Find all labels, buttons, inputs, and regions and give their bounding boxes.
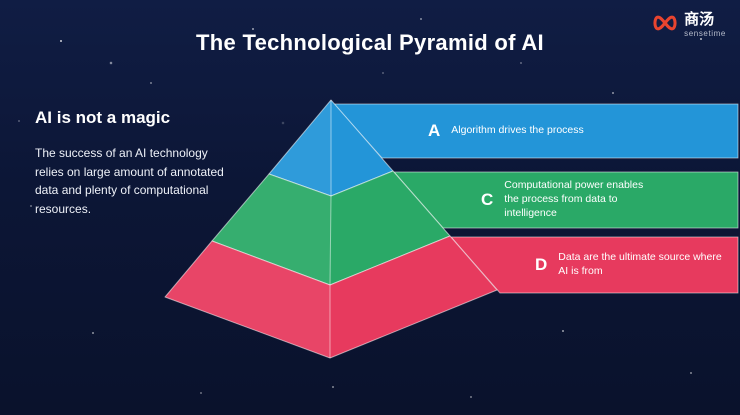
- pyramid-left-face-highlight: [165, 100, 331, 358]
- logo-text: 商汤 sensetime: [684, 11, 726, 38]
- intro-block: AI is not a magic The success of an AI t…: [35, 108, 230, 218]
- band-text-algorithm: Algorithm drives the process: [451, 124, 584, 137]
- band-label-algorithm: A Algorithm drives the process: [428, 104, 641, 158]
- band-letter-a: A: [428, 121, 441, 140]
- pyramid-ridge-line: [329, 100, 332, 358]
- infinity-logo-icon: [653, 15, 677, 31]
- sensetime-logo: 商汤 sensetime: [651, 11, 726, 38]
- band-text-compute: Computational power enables the process …: [504, 179, 644, 219]
- infinity-path: [653, 15, 677, 31]
- band-label-data: D Data are the ultimate source where AI …: [535, 237, 728, 293]
- band-text-data: Data are the ultimate source where AI is…: [558, 251, 722, 277]
- logo-brand-en: sensetime: [684, 28, 726, 38]
- logo-brand-cn: 商汤: [684, 11, 715, 28]
- band-letter-c: C: [481, 190, 494, 209]
- band-letter-d: D: [535, 255, 548, 274]
- intro-heading: AI is not a magic: [35, 108, 171, 127]
- intro-body: The success of an AI technology relies o…: [35, 146, 224, 216]
- band-label-compute: C Computational power enables the proces…: [481, 172, 654, 228]
- slide-title: The Technological Pyramid of AI: [196, 30, 544, 55]
